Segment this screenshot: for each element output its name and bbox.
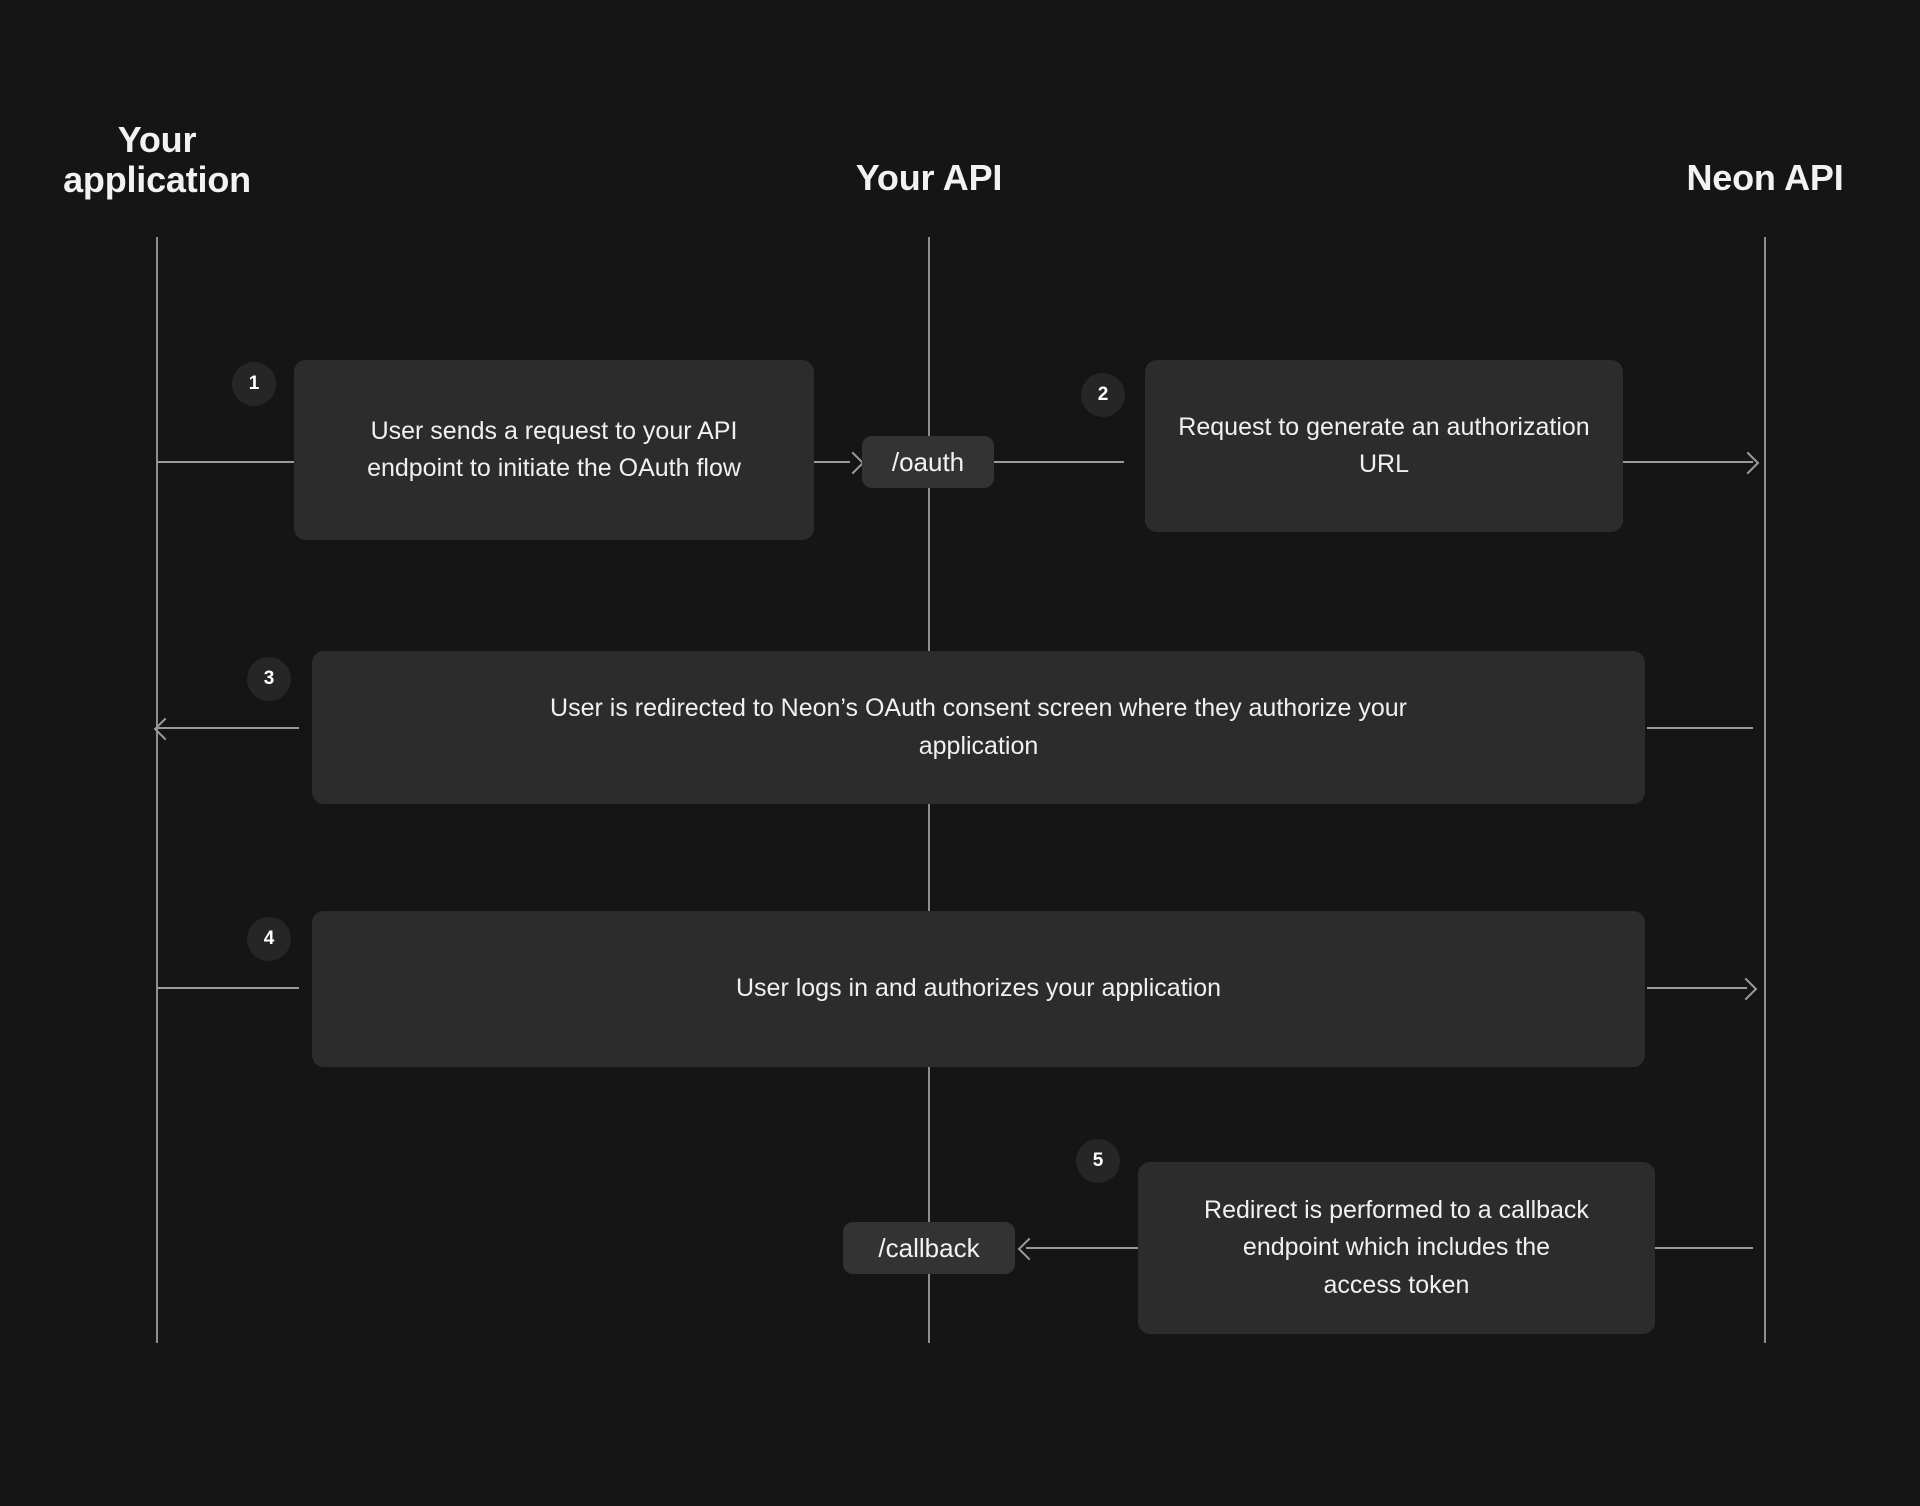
connector-step-2-out [1623, 461, 1753, 463]
connector-step-1-in [157, 461, 295, 463]
endpoint-pill-oauth[interactable]: /oauth [862, 436, 994, 488]
arrow-left-step-5 [1017, 1237, 1041, 1261]
connector-step-5-in [1655, 1247, 1753, 1249]
step-card-5[interactable]: Redirect is performed to a callback endp… [1138, 1162, 1655, 1334]
lane-title-neon-api: Neon API [1686, 157, 1844, 198]
step-card-1[interactable]: User sends a request to your API endpoin… [294, 360, 814, 540]
step-badge-1: 1 [232, 362, 276, 406]
endpoint-pill-callback[interactable]: /callback [843, 1222, 1015, 1274]
step-badge-4: 4 [247, 917, 291, 961]
step-badge-5: 5 [1076, 1139, 1120, 1183]
step-card-2[interactable]: Request to generate an authorization URL [1145, 360, 1623, 532]
arrow-right-step-4 [1734, 977, 1758, 1001]
connector-step-4-out [1647, 987, 1747, 989]
lifeline-neon-api [1764, 237, 1766, 1343]
arrow-right-step-1 [841, 451, 865, 475]
lifeline-your-application [156, 237, 158, 1343]
connector-step-3-out [157, 727, 299, 729]
step-card-2-text: Request to generate an authorization URL [1178, 412, 1590, 479]
step-badge-3: 3 [247, 657, 291, 701]
step-card-3-text: User is redirected to Neon’s OAuth conse… [550, 694, 1407, 760]
step-card-5-text: Redirect is performed to a callback endp… [1204, 1195, 1589, 1299]
step-card-3[interactable]: User is redirected to Neon’s OAuth conse… [312, 651, 1645, 804]
lane-title-your-api: Your API [855, 157, 1003, 198]
connector-step-2-in [994, 461, 1124, 463]
connector-step-3-in [1647, 727, 1753, 729]
step-card-4[interactable]: User logs in and authorizes your applica… [312, 911, 1645, 1067]
arrow-right-step-2 [1736, 451, 1760, 475]
connector-step-4-in [157, 987, 299, 989]
step-badge-2: 2 [1081, 373, 1125, 417]
step-card-4-text: User logs in and authorizes your applica… [736, 974, 1221, 1003]
lane-title-your-application: Your application [63, 119, 251, 201]
connector-step-5-out [1026, 1247, 1140, 1249]
connector-step-1-out [812, 461, 850, 463]
step-card-1-text: User sends a request to your API endpoin… [367, 416, 741, 483]
